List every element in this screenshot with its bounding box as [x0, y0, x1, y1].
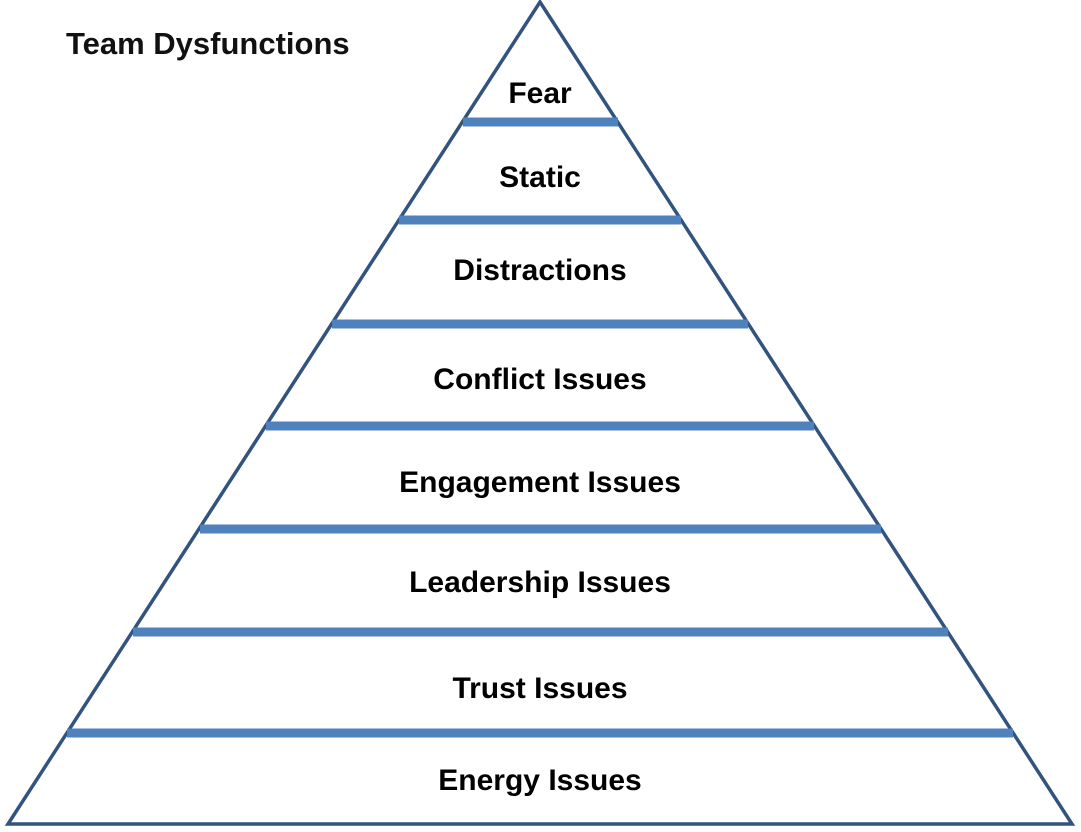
diagram-title: Team Dysfunctions: [66, 26, 350, 61]
level-label-distractions: Distractions: [453, 254, 626, 287]
level-label-energy-issues: Energy Issues: [438, 764, 641, 797]
level-label-conflict-issues: Conflict Issues: [433, 363, 646, 396]
pyramid-outline: [4, 0, 1076, 826]
level-label-fear: Fear: [508, 77, 572, 110]
level-label-trust-issues: Trust Issues: [452, 672, 627, 705]
level-label-leadership-issues: Leadership Issues: [409, 566, 671, 599]
level-label-engagement-issues: Engagement Issues: [399, 466, 681, 499]
level-label-static: Static: [499, 161, 581, 194]
